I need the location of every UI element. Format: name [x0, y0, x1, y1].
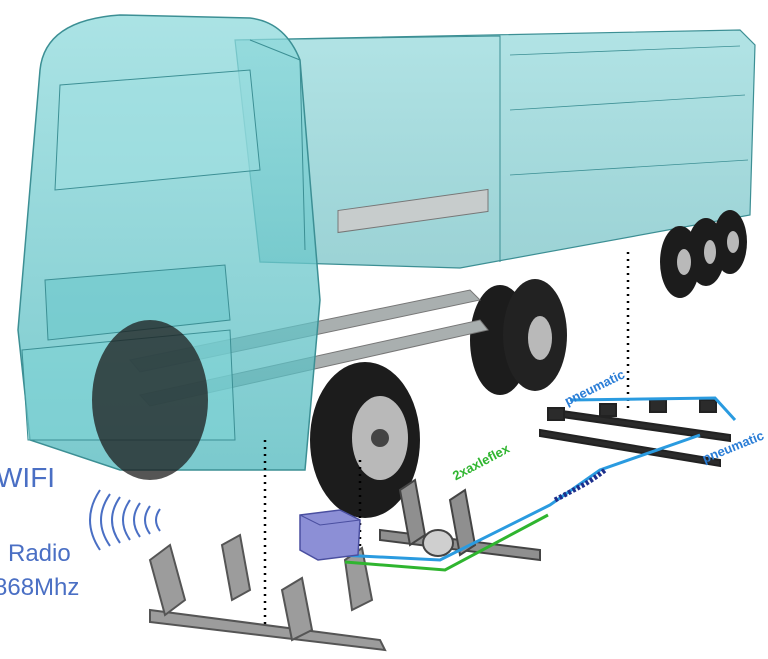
truck-cab: [17, 14, 321, 471]
radio-frequency-label: 868Mhz: [0, 574, 80, 601]
coil-hose: [553, 468, 607, 503]
drive-wheels: [470, 279, 567, 395]
axleflex-assembly: [379, 478, 541, 562]
front-wheels: [92, 320, 420, 518]
front-suspension: [148, 533, 387, 652]
trailer-wheels: [660, 210, 747, 298]
wifi-label: WIFI: [0, 462, 56, 493]
system-cabling: [339, 396, 737, 572]
wifi-waves-icon: [89, 489, 161, 551]
radio-label: Radio: [8, 540, 71, 567]
radio-module: [299, 509, 361, 561]
guide-lines: [263, 252, 630, 630]
pneumatic-assembly: [539, 399, 731, 468]
